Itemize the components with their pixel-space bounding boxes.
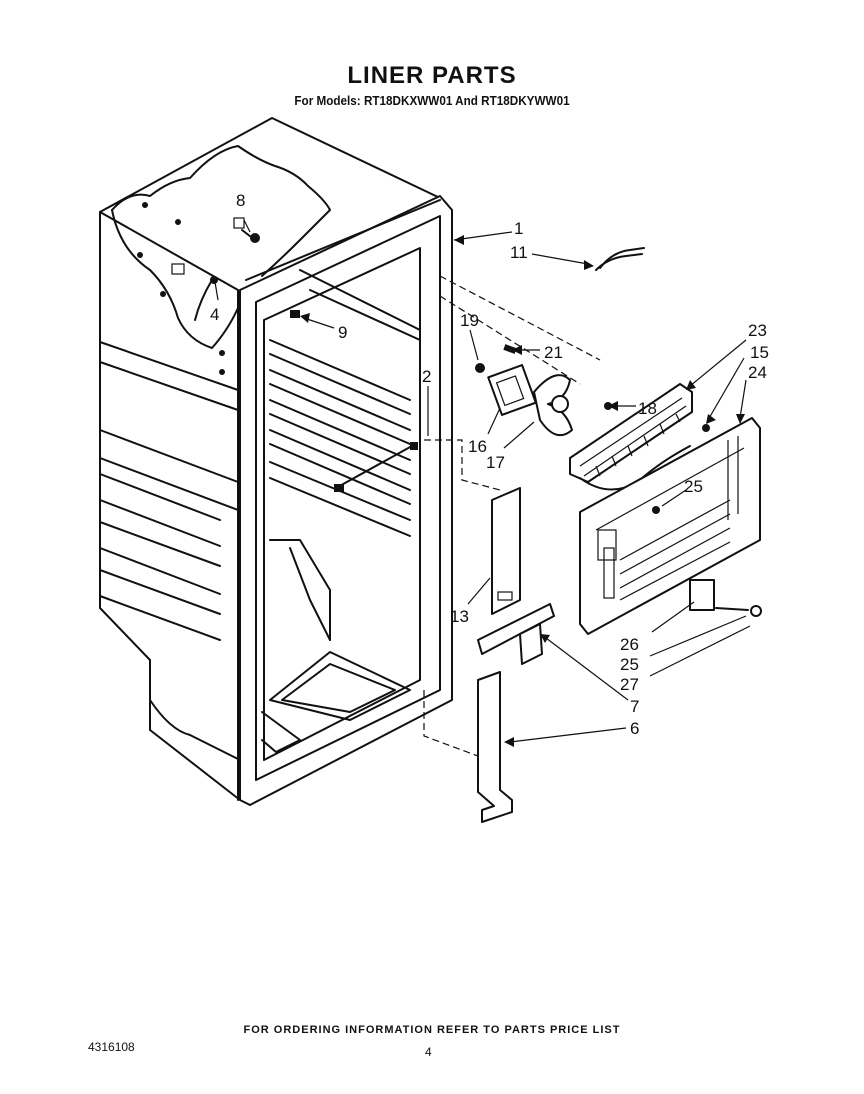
callout-15: 15 xyxy=(750,343,769,362)
callout-13: 13 xyxy=(450,607,469,626)
document-number: 4316108 xyxy=(88,1040,135,1054)
callout-9: 9 xyxy=(338,323,347,342)
callout-16: 16 xyxy=(468,437,487,456)
lower-duct xyxy=(477,671,513,823)
liner-cabinet xyxy=(99,117,601,806)
leader-lines xyxy=(214,219,751,747)
baffle-part xyxy=(491,487,521,615)
callout-26: 26 xyxy=(620,635,639,654)
callout-labels: 1 11 8 4 9 19 21 23 15 24 2 18 16 17 25 … xyxy=(210,191,769,738)
page-number: 4 xyxy=(425,1045,432,1059)
callout-18: 18 xyxy=(638,399,657,418)
callout-19: 19 xyxy=(460,311,479,330)
callout-17: 17 xyxy=(486,453,505,472)
callout-27: 27 xyxy=(620,675,639,694)
callout-2: 2 xyxy=(422,367,431,386)
callout-6: 6 xyxy=(630,719,639,738)
air-duct-grille xyxy=(569,383,710,491)
callout-4: 4 xyxy=(210,305,219,324)
air-deflector-bracket xyxy=(477,603,555,665)
callout-1: 1 xyxy=(514,219,523,238)
ordering-note: FOR ORDERING INFORMATION REFER TO PARTS … xyxy=(243,1024,621,1036)
callout-25-lower: 25 xyxy=(620,655,639,674)
fan-motor-assembly xyxy=(475,344,573,437)
callout-21: 21 xyxy=(544,343,563,362)
page-title: LINER PARTS xyxy=(347,62,517,89)
callout-24: 24 xyxy=(748,363,767,382)
callout-8: 8 xyxy=(236,191,245,210)
callout-23: 23 xyxy=(748,321,767,340)
gasket-strip xyxy=(599,247,645,269)
callout-25-upper: 25 xyxy=(684,477,703,496)
evaporator-cover xyxy=(579,417,762,635)
callout-11: 11 xyxy=(510,243,528,262)
callout-7: 7 xyxy=(630,697,639,716)
model-subtitle: For Models: RT18DKXWW01 And RT18DKYWW01 xyxy=(294,93,570,108)
